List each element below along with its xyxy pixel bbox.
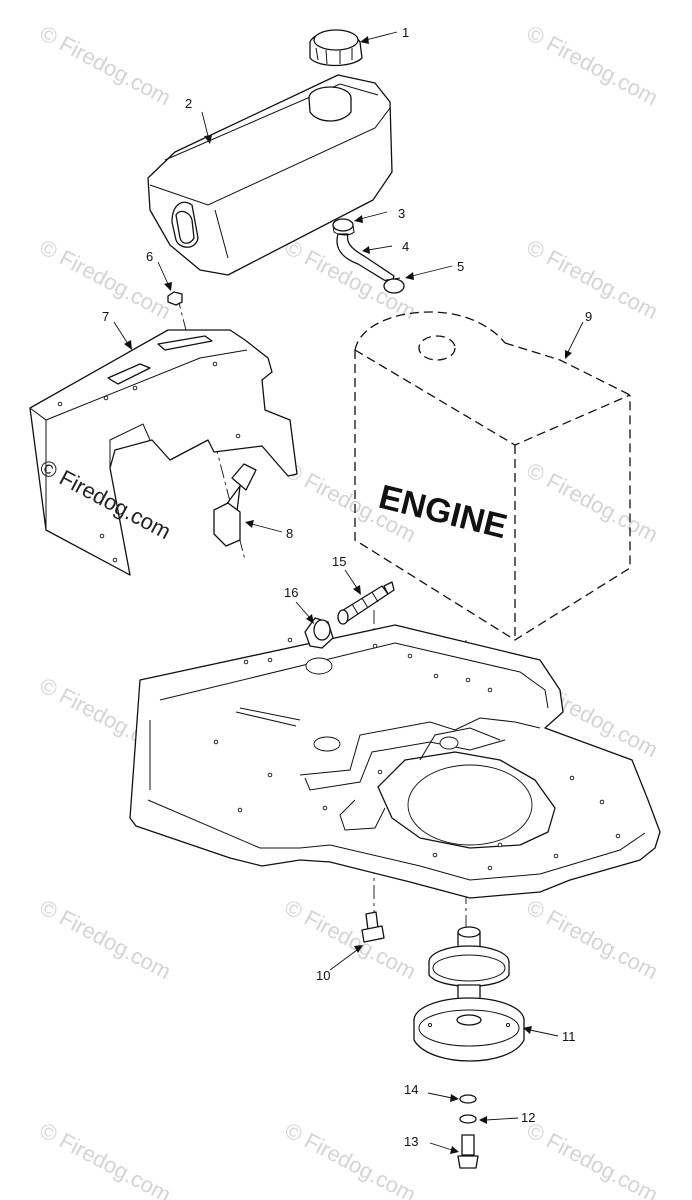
bushing bbox=[304, 617, 334, 649]
fuel-line-assembly bbox=[332, 218, 405, 294]
watermark: © Firedog.com bbox=[36, 1117, 175, 1200]
callout-label: 7 bbox=[102, 309, 109, 324]
callout-label: 8 bbox=[286, 526, 293, 541]
watermark: © Firedog.com bbox=[36, 894, 175, 984]
engine-outline: ENGINE bbox=[354, 311, 631, 641]
bracket-panel bbox=[29, 329, 298, 576]
throttle-lever bbox=[213, 463, 257, 547]
nut bbox=[167, 291, 183, 306]
callout-label: 10 bbox=[316, 968, 330, 983]
callout-label: 9 bbox=[585, 309, 592, 324]
leader-lines bbox=[113, 31, 584, 1154]
callout-label: 11 bbox=[562, 1029, 576, 1044]
watermark: © Firedog.com bbox=[36, 20, 175, 110]
callout-label: 13 bbox=[404, 1134, 418, 1149]
washer bbox=[459, 1094, 477, 1124]
watermark: © Firedog.com bbox=[523, 1117, 662, 1200]
watermark: © Firedog.com bbox=[523, 457, 662, 547]
callout-label: 4 bbox=[402, 239, 409, 254]
callout-label: 14 bbox=[404, 1082, 418, 1097]
callout-label: 12 bbox=[521, 1110, 535, 1125]
frame-plate bbox=[129, 624, 661, 899]
watermark: © Firedog.com bbox=[281, 1117, 420, 1200]
callout-label: 15 bbox=[332, 554, 346, 569]
callout-label: 1 bbox=[402, 25, 409, 40]
watermark: © Firedog.com bbox=[281, 894, 420, 984]
fuel-cap bbox=[309, 29, 363, 67]
bolt bbox=[361, 911, 385, 943]
fuel-tank bbox=[147, 74, 393, 276]
watermark: © Firedog.com bbox=[523, 20, 662, 110]
watermark: © Firedog.com bbox=[523, 234, 662, 324]
callout-label: 5 bbox=[457, 259, 464, 274]
callout-labels: 1 2 3 4 5 6 7 8 9 10 11 12 13 14 15 16 bbox=[102, 25, 592, 1149]
callout-label: 6 bbox=[146, 249, 153, 264]
pivot-pin bbox=[337, 581, 395, 625]
callout-label: 2 bbox=[185, 96, 192, 111]
bottom-bolt bbox=[457, 1134, 479, 1169]
watermark: © Firedog.com bbox=[523, 894, 662, 984]
pulley-assembly bbox=[413, 926, 525, 1062]
callout-label: 3 bbox=[398, 206, 405, 221]
callout-label: 16 bbox=[284, 585, 298, 600]
